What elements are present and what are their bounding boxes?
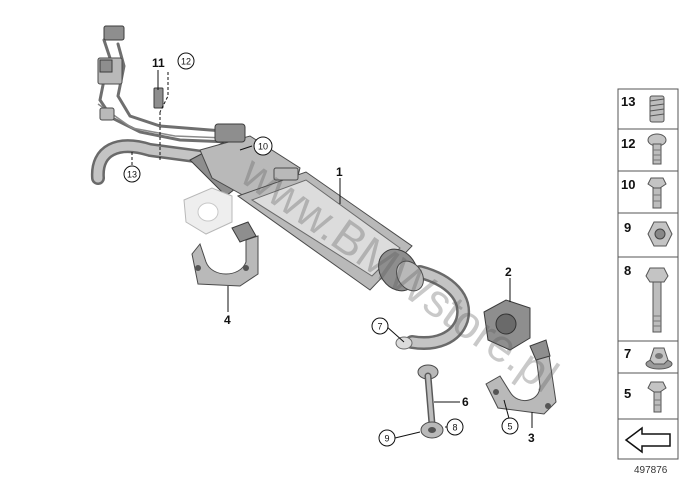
panel-num-13: 13 (621, 94, 635, 109)
label-3: 3 (528, 431, 535, 445)
stabilizer-link (417, 364, 444, 439)
sensor-connector (153, 87, 164, 109)
svg-text:12: 12 (181, 57, 191, 67)
bracket-left (191, 221, 259, 287)
direction-arrow-icon (624, 426, 671, 454)
panel-num-9: 9 (624, 220, 631, 235)
panel-cell-10 (617, 170, 679, 214)
coil-spring-icon (649, 95, 665, 123)
svg-text:13: 13 (127, 170, 137, 180)
label-6: 6 (462, 395, 469, 409)
active-stabilizer-actuator (189, 123, 424, 292)
hex-nut-icon (647, 221, 673, 247)
callout-5: 5 (501, 417, 519, 435)
callout-12: 12 (177, 52, 195, 70)
panel-num-12: 12 (621, 136, 635, 151)
panel-num-5: 5 (624, 386, 631, 401)
bracket-right (485, 339, 557, 415)
callout-9: 9 (378, 429, 396, 447)
hardware-panel: 13 12 10 9 8 7 5 (617, 88, 679, 460)
short-bolt-icon (647, 381, 667, 413)
callout-7: 7 (371, 317, 389, 335)
part-labels: 11 1 2 4 6 3 (152, 56, 535, 445)
svg-text:7: 7 (377, 322, 382, 332)
rubber-mount-left (183, 187, 233, 235)
panel-num-8: 8 (624, 263, 631, 278)
panel-cell-12 (617, 128, 679, 172)
callout-13: 13 (123, 165, 141, 183)
watermark-text: www.BMWstore.pl (231, 145, 567, 402)
rubber-mount-right (483, 299, 531, 351)
panel-num-10: 10 (621, 177, 635, 192)
svg-text:5: 5 (507, 422, 512, 432)
flange-nut-icon (645, 347, 673, 370)
svg-text:8: 8 (452, 423, 457, 433)
svg-text:9: 9 (384, 434, 389, 444)
label-11: 11 (152, 56, 165, 70)
callouts: 12 10 13 7 9 8 5 (123, 52, 519, 447)
wiring-harness (97, 25, 242, 144)
panel-num-7: 7 (624, 346, 631, 361)
callout-8: 8 (446, 418, 464, 436)
label-4: 4 (224, 313, 231, 327)
diagram-number: 497876 (634, 465, 668, 476)
label-1: 1 (336, 165, 343, 179)
stabilizer-bar (90, 139, 471, 350)
svg-text:10: 10 (258, 142, 268, 152)
label-2: 2 (505, 265, 512, 279)
callout-10: 10 (253, 136, 273, 156)
long-bolt-icon (645, 267, 669, 333)
panel-cell-13 (617, 88, 679, 130)
flange-bolt-icon (647, 177, 667, 209)
round-head-bolt-icon (647, 133, 667, 165)
